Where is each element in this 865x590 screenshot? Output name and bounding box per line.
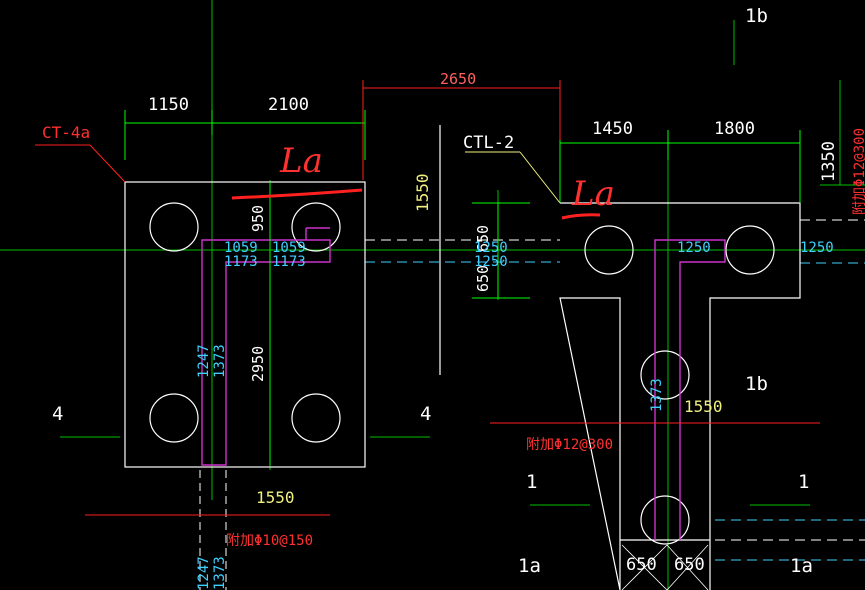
rebar-left xyxy=(201,239,331,466)
grid-1-left: 1 xyxy=(526,471,537,493)
anchor-1250-d: 1250 xyxy=(800,240,834,256)
cap-ct4a xyxy=(124,181,366,468)
pile-5 xyxy=(584,225,634,275)
anchor-1173-left: 1173 xyxy=(224,254,258,270)
dim-1150: 1150 xyxy=(148,95,189,115)
label-la-right: La xyxy=(571,174,615,214)
anchor-1059-right: 1059 xyxy=(272,240,306,256)
dim-650-v2: 650 xyxy=(474,265,492,292)
dim-1350: 1350 xyxy=(819,141,839,182)
pile-2 xyxy=(291,202,341,252)
grid-1a-left: 1a xyxy=(518,555,541,577)
grid-1a-right: 1a xyxy=(790,555,813,577)
grid-4-left: 4 xyxy=(52,403,63,425)
anchor-1250-b: 1250 xyxy=(474,254,508,270)
grid-1b-mid: 1b xyxy=(745,373,768,395)
red-lines xyxy=(35,80,820,516)
rebar-lines xyxy=(201,227,726,540)
cap-ctl2 xyxy=(559,202,801,590)
anchor-1173-right: 1173 xyxy=(272,254,306,270)
label-add-bar-left: 附加Φ10@150 xyxy=(226,533,313,549)
dim-1550-bottom-left: 1550 xyxy=(256,488,295,507)
anchor-1247: 1247 xyxy=(196,344,212,378)
dim-650-b2: 650 xyxy=(674,555,705,575)
anchor-1373-bottom: 1373 xyxy=(212,556,228,590)
grid-4-right: 4 xyxy=(420,403,431,425)
pile-3 xyxy=(149,393,199,443)
dashed-lines xyxy=(199,219,865,590)
rebar-right xyxy=(654,239,726,540)
dim-1800: 1800 xyxy=(714,119,755,139)
grid-1-right: 1 xyxy=(798,471,809,493)
pile-8 xyxy=(640,495,690,545)
pile-7 xyxy=(640,350,690,400)
anchor-1373-stem: 1373 xyxy=(649,378,665,412)
right-edge-text: 附加Φ12@300 xyxy=(852,128,865,215)
pile-1 xyxy=(149,202,199,252)
anchor-1247-bottom: 1247 xyxy=(196,556,212,590)
label-add-bar-right: 附加Φ12@300 xyxy=(526,437,613,453)
dimension-lines xyxy=(124,110,801,465)
label-la-left: La xyxy=(279,141,323,181)
pile-6 xyxy=(725,225,775,275)
pile-4 xyxy=(291,393,341,443)
label-ct4a: CT-4a xyxy=(42,123,90,142)
anchor-1250-c: 1250 xyxy=(677,240,711,256)
dim-2650: 2650 xyxy=(440,70,476,88)
grid-1b-top: 1b xyxy=(745,5,768,27)
dim-1450: 1450 xyxy=(592,119,633,139)
label-ctl2: CTL-2 xyxy=(463,133,514,153)
dim-1550-vertical: 1550 xyxy=(413,173,432,212)
anchor-1059-left: 1059 xyxy=(224,240,258,256)
anchor-1373: 1373 xyxy=(212,344,228,378)
dim-950: 950 xyxy=(249,205,267,232)
dim-2100: 2100 xyxy=(268,95,309,115)
anchor-1250-a: 1250 xyxy=(474,240,508,256)
dim-2950: 2950 xyxy=(249,346,267,382)
dim-1550-bottom-right: 1550 xyxy=(684,397,723,416)
pile-cap-outlines xyxy=(124,125,801,590)
dim-650-b1: 650 xyxy=(626,555,657,575)
hatch xyxy=(621,544,709,590)
dim-650-v1: 650 xyxy=(474,225,492,252)
leader-yellow xyxy=(465,151,561,204)
